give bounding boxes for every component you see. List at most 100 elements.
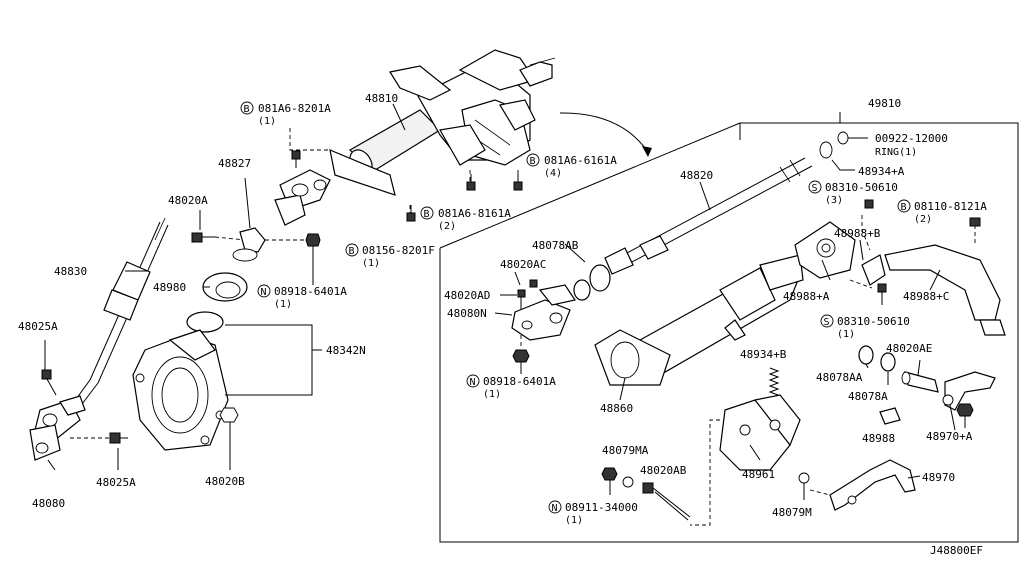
washer-48079M: [798, 472, 810, 484]
callout-48025A-bottom: 48025A: [96, 476, 136, 489]
diagram-code: J48800EF: [930, 544, 983, 557]
svg-text:N: N: [552, 503, 558, 514]
bolt-icon: [513, 174, 523, 191]
nut-icon: [219, 407, 239, 423]
svg-text:081A6-6161A: 081A6-6161A: [544, 154, 617, 167]
callout-48078AA: 48078AA: [816, 371, 863, 384]
svg-text:S: S: [824, 317, 830, 328]
callout-48079MA: 48079MA: [602, 444, 649, 457]
detail-box-outline: [439, 122, 1019, 543]
svg-text:B: B: [530, 156, 536, 167]
callout-ring-qty: RING(1): [875, 147, 917, 158]
callout-48970: 48970: [922, 471, 955, 484]
callout-48020AB: 48020AB: [640, 464, 687, 477]
upper-shaft-48820: [604, 157, 813, 275]
svg-text:(2): (2): [438, 221, 456, 232]
callout-00922-12000: 00922-12000: [875, 132, 948, 145]
callout-48020AE: 48020AE: [886, 342, 932, 355]
bolt-icon: [877, 283, 887, 293]
svg-text:B: B: [349, 246, 355, 257]
bracket-48961: [719, 394, 801, 471]
bolt-icon: [41, 369, 57, 396]
svg-text:(1): (1): [483, 389, 501, 400]
callout-48988: 48988: [862, 432, 895, 445]
callout-48079M: 48079M: [772, 506, 812, 519]
svg-text:(1): (1): [565, 515, 583, 526]
fastener-08911-34000: N 08911-34000 (1): [548, 500, 638, 526]
bolt-icon: [466, 174, 476, 191]
svg-text:08911-34000: 08911-34000: [565, 501, 638, 514]
callout-48080N: 48080N: [447, 307, 487, 320]
callout-48970A: 48970+A: [926, 430, 973, 443]
callout-48020AD: 48020AD: [444, 289, 490, 302]
callout-48988C: 48988+C: [903, 290, 949, 303]
column-assembly-48810: [274, 49, 556, 226]
svg-text:08310-50610: 08310-50610: [825, 181, 898, 194]
snap-ring: [837, 131, 849, 145]
svg-text:(1): (1): [362, 258, 380, 269]
hole-cover-48342N: [132, 311, 229, 451]
callout-48078AB: 48078AB: [532, 239, 579, 252]
universal-joint-48080: [29, 395, 86, 461]
svg-text:B: B: [901, 202, 907, 213]
bolt-icon: [109, 432, 128, 444]
svg-text:081A6-8161A: 081A6-8161A: [438, 207, 511, 220]
callout-48988B: 48988+B: [834, 227, 881, 240]
bearing-ring: [819, 141, 833, 159]
bolt-icon: [191, 232, 215, 243]
bearing-48078AB: [589, 264, 611, 292]
bracket-48988A: [794, 221, 856, 279]
nut-icon: [512, 349, 530, 363]
bolt-icon: [291, 150, 301, 168]
svg-text:081A6-8201A: 081A6-8201A: [258, 102, 331, 115]
callout-48080: 48080: [32, 497, 65, 510]
callout-48980: 48980: [153, 281, 186, 294]
callout-48934B: 48934+B: [740, 348, 787, 361]
bushing-48980: [202, 272, 248, 302]
bolt-48020AB: [642, 482, 691, 521]
bushing-48078AA: [858, 345, 874, 365]
callout-49810: 49810: [868, 97, 901, 110]
nut-icon: [305, 233, 321, 247]
washer-48079MA: [622, 476, 634, 488]
callout-48961: 48961: [742, 468, 775, 481]
callout-48830: 48830: [54, 265, 87, 278]
svg-text:08918-6401A: 08918-6401A: [274, 285, 347, 298]
svg-text:S: S: [812, 183, 818, 194]
bracket-48988C: [884, 244, 1006, 336]
callout-48810: 48810: [365, 92, 398, 105]
svg-text:(1): (1): [837, 329, 855, 340]
nut-icon: [956, 403, 974, 417]
bolt-icon: [969, 217, 981, 227]
svg-text:08110-8121A: 08110-8121A: [914, 200, 987, 213]
bracket-48988B: [861, 254, 886, 286]
bolt-48020AE: [901, 371, 939, 393]
nut-icon: [601, 467, 618, 481]
explode-arrow: [559, 112, 649, 153]
svg-text:(4): (4): [544, 168, 562, 179]
svg-text:N: N: [470, 377, 476, 388]
explode-arrow-head: [642, 146, 652, 157]
bolt-icon: [864, 199, 874, 209]
callout-48342N: 48342N: [326, 344, 366, 357]
callout-48025A-top: 48025A: [18, 320, 58, 333]
svg-text:B: B: [424, 209, 430, 220]
lever-48970A: [942, 371, 996, 411]
callout-48827: 48827: [218, 157, 251, 170]
svg-text:B: B: [244, 104, 250, 115]
fastener-08310-50610-top: S 08310-50610 (3): [808, 180, 898, 206]
callout-48860: 48860: [600, 402, 633, 415]
callout-48020AC: 48020AC: [500, 258, 546, 271]
svg-text:(1): (1): [274, 299, 292, 310]
svg-text:(3): (3): [825, 195, 843, 206]
bolt-icon: [529, 279, 538, 288]
lever-48970: [829, 459, 916, 511]
callout-48934A: 48934+A: [858, 165, 905, 178]
clip-48827: [232, 177, 266, 262]
svg-text:08918-6401A: 08918-6401A: [483, 375, 556, 388]
callout-48020B: 48020B: [205, 475, 245, 488]
callout-48820: 48820: [680, 169, 713, 182]
fastener-081A6-6161A: B 081A6-6161A (4): [526, 153, 617, 179]
